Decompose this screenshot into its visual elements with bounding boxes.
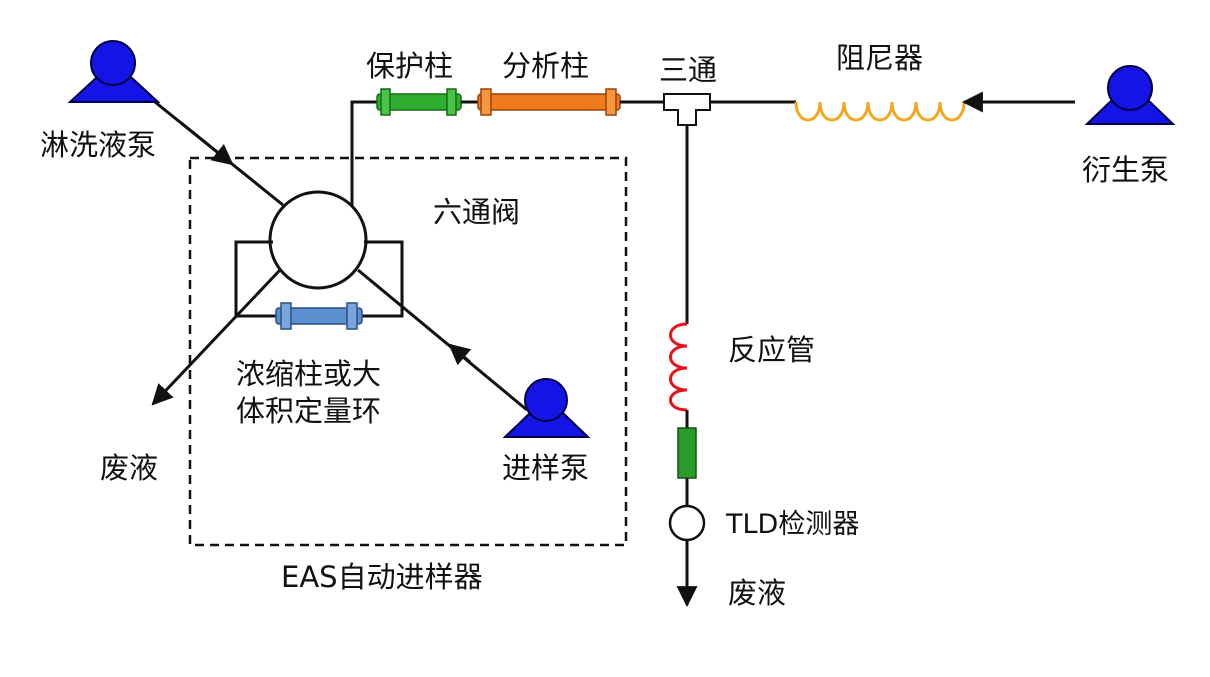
guard-column-icon [376, 88, 462, 116]
damper-coil-icon [794, 101, 966, 122]
eluent-pump-icon [67, 40, 161, 103]
derivatization-pump-label: 衍生泵 [1082, 153, 1169, 187]
analytical-column-icon [477, 88, 621, 116]
tee-icon [663, 93, 711, 126]
guard-column-label: 保护柱 [366, 49, 453, 83]
analytical-column-label: 分析柱 [502, 49, 589, 83]
waste-left-label: 废液 [100, 451, 158, 485]
sample-pump-line [357, 268, 528, 412]
detector-label: TLD检测器 [725, 509, 859, 540]
autosampler-label: EAS自动进样器 [281, 560, 483, 594]
detector-icon [668, 504, 706, 542]
concentrator-label-line2: 体积定量环 [236, 394, 381, 428]
loop-left-line [234, 240, 276, 318]
damper-label: 阻尼器 [836, 41, 923, 75]
waste-bottom-label: 废液 [728, 576, 786, 610]
sample-pump-icon [502, 378, 591, 438]
reaction-coil-icon [669, 322, 688, 412]
reaction-coil-label: 反应管 [728, 333, 815, 367]
concentrator-column-icon [275, 302, 363, 330]
concentrator-label-line1: 浓缩柱或大 [236, 357, 381, 391]
sample-pump-label: 进样泵 [502, 451, 589, 485]
derivatization-pump-icon [1084, 65, 1176, 125]
tee-label: 三通 [659, 53, 717, 87]
sample-arrow-mark [448, 343, 472, 366]
valve-to-waste-line [151, 268, 282, 406]
loop-right-line [362, 240, 404, 318]
valve-outlet-line [350, 100, 377, 207]
autosampler-box [188, 156, 628, 547]
eluent-arrow-mark [179, 120, 234, 166]
filter-icon [677, 427, 697, 479]
six-port-valve-label: 六通阀 [433, 195, 520, 229]
six-port-valve-icon [268, 190, 368, 290]
eluent-pump-label: 淋洗液泵 [40, 128, 156, 162]
